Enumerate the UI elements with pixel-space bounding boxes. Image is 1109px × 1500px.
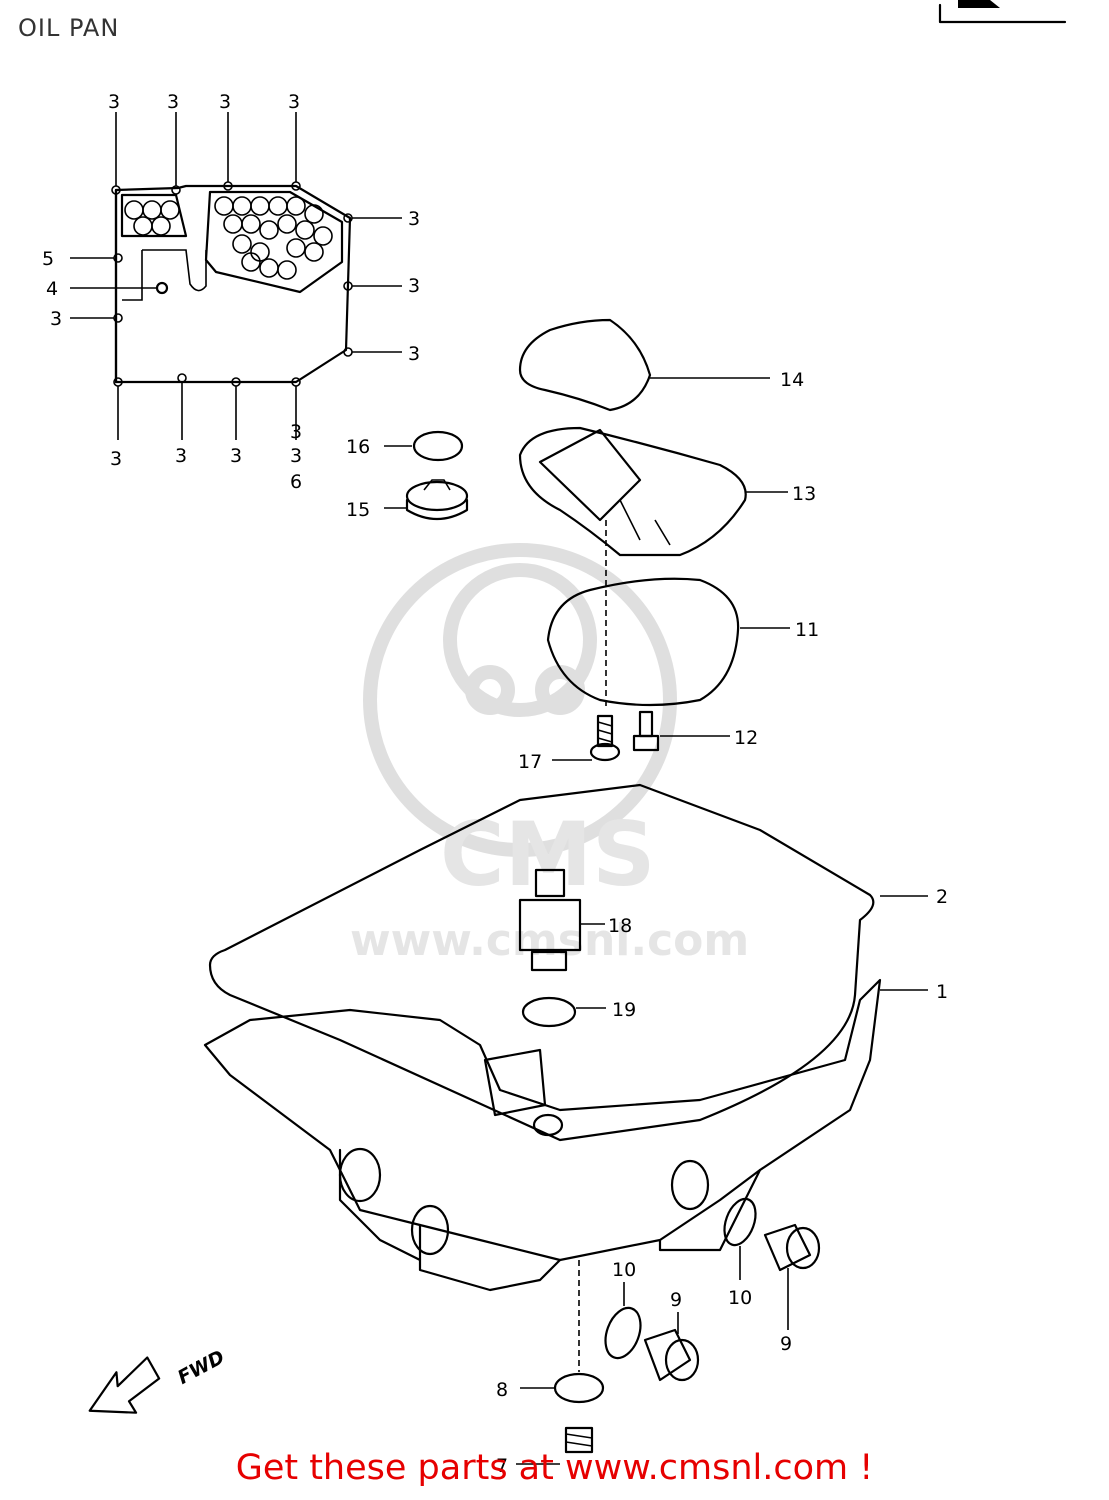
part-14-gasket: [518, 318, 652, 412]
callout-10: 10: [728, 1287, 752, 1309]
callout-18: 18: [608, 915, 632, 937]
callout-labels: 3 3 3 3 3 3 3 3 3 3 3 3 3 5 4 6 14 16 15…: [42, 91, 948, 1477]
part-10-o-ring-front: [723, 1197, 757, 1247]
page-title: OIL PAN: [18, 14, 120, 42]
part-17-bolt: [589, 714, 621, 762]
callout-9: 9: [780, 1333, 792, 1355]
callout-10: 10: [612, 1259, 636, 1281]
part-19-o-ring: [521, 996, 577, 1028]
callout-4: 4: [46, 278, 58, 300]
callout-3: 3: [408, 343, 420, 365]
part-10-o-ring-rear: [604, 1306, 642, 1360]
callout-6: 6: [290, 471, 302, 493]
callout-19: 19: [612, 999, 636, 1021]
corner-mark: [938, 0, 1067, 24]
watermark-url: www.cmsnl.com: [350, 915, 749, 966]
part-13-strainer: [518, 426, 747, 557]
fwd-label: FWD: [174, 1346, 228, 1389]
part-1-oil-pan: [203, 978, 882, 1292]
part-11-gasket: [546, 577, 740, 707]
callout-1: 1: [936, 981, 948, 1003]
part-7-drain-bolt: [564, 1426, 594, 1454]
callout-17: 17: [518, 751, 542, 773]
part-15-cap: [405, 479, 469, 520]
callout-2: 2: [936, 886, 948, 908]
callout-3: 3: [219, 91, 231, 113]
callout-3: 3: [175, 445, 187, 467]
callout-9: 9: [670, 1289, 682, 1311]
callout-15: 15: [346, 499, 370, 521]
part-9-plug-rear: [643, 1328, 700, 1382]
callout-3: 3: [408, 208, 420, 230]
promo-link-text[interactable]: Get these parts at www.cmsnl.com !: [235, 1448, 874, 1488]
callout-3: 3: [288, 91, 300, 113]
cms-watermark: CMS www.cmsnl.com: [350, 543, 749, 966]
watermark-brand: CMS: [440, 803, 656, 906]
part-2-gasket: [208, 783, 875, 1142]
callout-3: 3: [290, 421, 302, 443]
callout-14: 14: [780, 369, 804, 391]
callout-3: 3: [290, 445, 302, 467]
promo-link[interactable]: Get these parts at www.cmsnl.com !: [0, 1448, 1109, 1488]
callout-8: 8: [496, 1379, 508, 1401]
fwd-arrow-icon: FWD: [88, 1346, 228, 1414]
callout-12: 12: [734, 727, 758, 749]
part-16-o-ring: [412, 430, 464, 462]
inset-gasket-top-view: [70, 112, 402, 440]
callout-3: 3: [110, 448, 122, 470]
callout-3: 3: [50, 308, 62, 330]
part-9-plug-front: [763, 1223, 821, 1272]
callout-13: 13: [792, 483, 816, 505]
callout-3: 3: [230, 445, 242, 467]
part-8-washer: [553, 1372, 605, 1404]
callout-16: 16: [346, 436, 370, 458]
callout-11: 11: [795, 619, 819, 641]
part-18-switch: [518, 868, 582, 972]
callout-3: 3: [167, 91, 179, 113]
part-12-bolt: [632, 710, 660, 752]
callout-3: 3: [408, 275, 420, 297]
callout-7: 7: [496, 1455, 508, 1477]
callout-5: 5: [42, 248, 54, 270]
callout-3: 3: [108, 91, 120, 113]
